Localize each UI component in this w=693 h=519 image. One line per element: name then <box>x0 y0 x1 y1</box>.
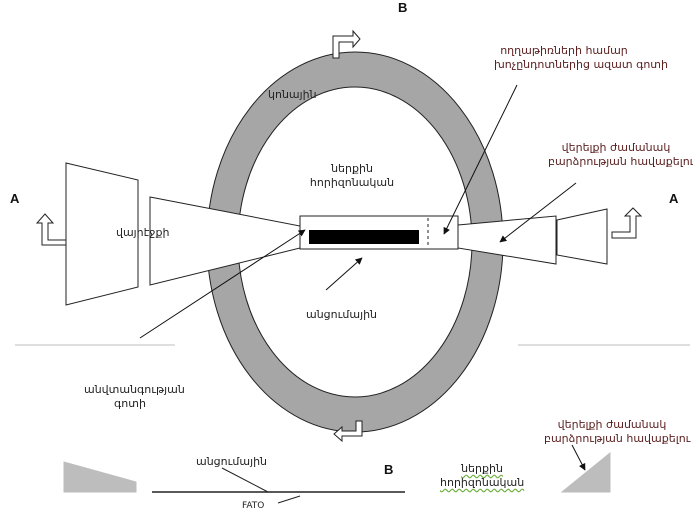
label-inner-horizontal-line1: ներքին <box>331 162 373 175</box>
section-letter-a-right: A <box>669 191 679 206</box>
profile-fato-leader <box>277 495 301 504</box>
leader-approach-arrow <box>139 229 306 339</box>
section-arrow-b-top <box>332 29 361 59</box>
label-climb-line1: վերելքի ժամանակ <box>561 141 671 154</box>
label-profile-inner-line1: ներքին <box>461 462 503 475</box>
section-arrow-a-right <box>611 207 643 239</box>
profile-climb-leader <box>571 444 586 471</box>
label-fato: FATO <box>242 501 265 511</box>
label-inner-horizontal: ներքին հորիզոնական <box>308 162 396 190</box>
label-takeoff-climb: վերելքի ժամանակ բարձրության հավաքելու <box>548 141 693 169</box>
label-safety-line1: անվտանգության <box>84 383 185 396</box>
fato-bar <box>309 230 419 244</box>
leader-climb-arrow <box>499 182 577 243</box>
label-inner-horizontal-line2: հորիզոնական <box>309 176 395 189</box>
label-profile-inner-horizontal: ներքին հորիզոնական <box>440 462 524 490</box>
label-transitional: անցումային <box>306 308 378 321</box>
label-profile-climb-line2: բարձրության հավաքելու <box>544 432 691 445</box>
section-arrow-b-bottom <box>333 420 363 443</box>
label-obstacle-line2: խոչընդոտներից ազատ գոտի <box>494 58 668 71</box>
label-approach: վայրէջքի <box>116 226 170 239</box>
section-letter-a-left: A <box>10 191 20 206</box>
label-profile-inner-line2: հորիզոնական <box>440 476 525 489</box>
profile-climb-slope <box>560 451 611 493</box>
leader-transitional-arrow <box>325 257 363 291</box>
leader-obstacle-arrow <box>443 84 518 235</box>
profile-approach-slope <box>63 461 137 493</box>
section-letter-b-top: B <box>398 0 408 15</box>
section-arrow-a-left <box>35 213 67 246</box>
section-letter-b-bottom: B <box>384 462 394 477</box>
label-conical: կոնային <box>268 88 317 101</box>
takeoff-climb-outer <box>556 208 608 265</box>
approach-surface-outer <box>65 162 139 306</box>
label-profile-takeoff-climb: վերելքի ժամանակ բարձրության հավաքելու <box>544 418 691 446</box>
label-profile-transitional: անցումային <box>196 455 268 468</box>
profile-transitional-leader <box>221 467 269 493</box>
label-obstacle-free-zone: ողղաթիռների համար խոչընդոտներից ազատ գոտ… <box>494 44 668 72</box>
label-safety-line2: գոտի <box>114 397 146 410</box>
label-safety-area: անվտանգության գոտի <box>84 383 185 411</box>
label-obstacle-line1: ողղաթիռների համար <box>500 44 628 57</box>
label-profile-climb-line1: վերելքի ժամանակ <box>557 418 667 431</box>
label-climb-line2: բարձրության հավաքելու <box>548 155 693 168</box>
